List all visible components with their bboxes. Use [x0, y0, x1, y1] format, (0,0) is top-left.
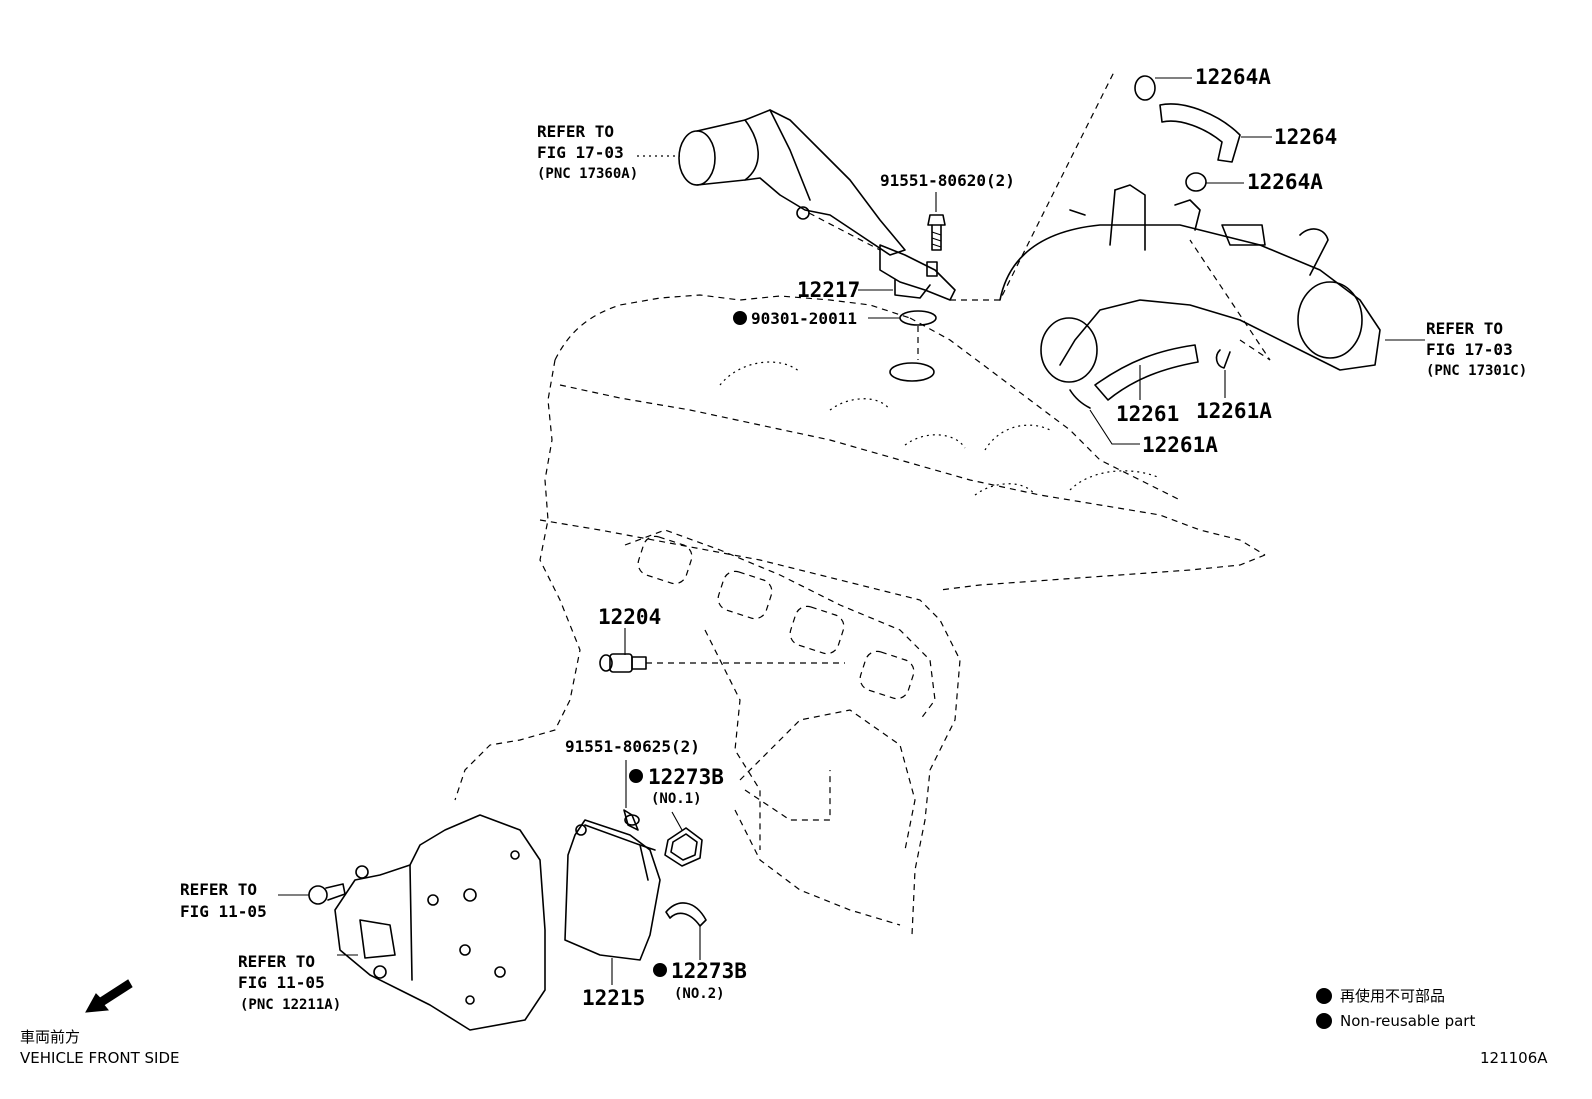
- ref-right-line2: FIG 17-03: [1426, 340, 1513, 359]
- gasket-12273B-no1: [664, 827, 703, 867]
- marker-90301: [733, 311, 747, 325]
- direction-en: VEHICLE FRONT SIDE: [20, 1049, 180, 1067]
- label-12273B-no2: 12273B: [671, 959, 747, 983]
- timing-cover: [334, 814, 546, 1031]
- non-reusable-markers: [629, 311, 1332, 1029]
- figure-id: 121106A: [1480, 1049, 1548, 1067]
- o-ring-90301: [889, 310, 937, 382]
- ref-right-line1: REFER TO: [1426, 319, 1503, 338]
- legend-marker-en: [1316, 1013, 1332, 1029]
- legend-marker-jp: [1316, 988, 1332, 1004]
- legend-en: Non-reusable part: [1340, 1012, 1475, 1030]
- marker-12273B-no1: [629, 769, 643, 783]
- label-12204: 12204: [598, 605, 661, 629]
- bolt-91551-80620: [927, 214, 946, 251]
- sensor-12217: [879, 244, 956, 301]
- label-91551-80620: 91551-80620(2): [880, 171, 1015, 190]
- ref-bolt-line2: FIG 11-05: [180, 902, 267, 921]
- legend: 再使用不可部品 Non-reusable part: [1340, 987, 1475, 1030]
- cover-12215: [564, 819, 661, 961]
- label-90301-20011: 90301-20011: [751, 309, 857, 328]
- ref-top-left-line2: FIG 17-03: [537, 143, 624, 162]
- label-12261A-low: 12261A: [1142, 433, 1218, 457]
- label-12273B-no1: 12273B: [648, 765, 724, 789]
- label-12217: 12217: [797, 278, 860, 302]
- leader-lines: [278, 77, 1425, 985]
- bolt-91551-80625: [623, 809, 640, 831]
- intake-pipe: [999, 184, 1381, 409]
- label-12264A-top: 12264A: [1195, 65, 1271, 89]
- label-91551-80625: 91551-80625(2): [565, 737, 700, 756]
- ref-cover-line3: (PNC 12211A): [240, 997, 341, 1013]
- part-labels: 12264A 12264 12264A 91551-80620(2) 12217…: [565, 65, 1337, 1010]
- label-12273B-no1-sub: (NO.1): [651, 791, 702, 807]
- hose-12264: [1134, 75, 1241, 192]
- bolt-left: [308, 883, 346, 905]
- assembly-lines: [808, 69, 1271, 361]
- label-12273B-no2-sub: (NO.2): [674, 986, 725, 1002]
- marker-12273B-no2: [653, 963, 667, 977]
- legend-jp: 再使用不可部品: [1340, 987, 1445, 1005]
- ref-bolt-line1: REFER TO: [180, 880, 257, 899]
- ref-cover-line1: REFER TO: [238, 952, 315, 971]
- label-12264A-mid: 12264A: [1247, 170, 1323, 194]
- vehicle-front-arrow-icon: [85, 979, 133, 1013]
- water-outlet: [678, 109, 906, 256]
- label-12215: 12215: [582, 986, 645, 1010]
- ref-cover-line2: FIG 11-05: [238, 973, 325, 992]
- reference-labels: REFER TO FIG 17-03 (PNC 17360A) REFER TO…: [180, 122, 1527, 1013]
- direction-labels: 車両前方 VEHICLE FRONT SIDE: [20, 1028, 180, 1067]
- sensor-12204: [599, 653, 845, 673]
- direction-jp: 車両前方: [20, 1028, 80, 1046]
- ref-top-left-line3: (PNC 17360A): [537, 166, 638, 182]
- manifold-gasket: [624, 529, 936, 926]
- ref-right-line3: (PNC 17301C): [1426, 363, 1527, 379]
- engine-block: [454, 294, 1266, 936]
- gasket-12273B-no2: [665, 902, 707, 927]
- label-12264: 12264: [1274, 125, 1337, 149]
- label-12261: 12261: [1116, 402, 1179, 426]
- ref-top-left-line1: REFER TO: [537, 122, 614, 141]
- label-12261A-right: 12261A: [1196, 399, 1272, 423]
